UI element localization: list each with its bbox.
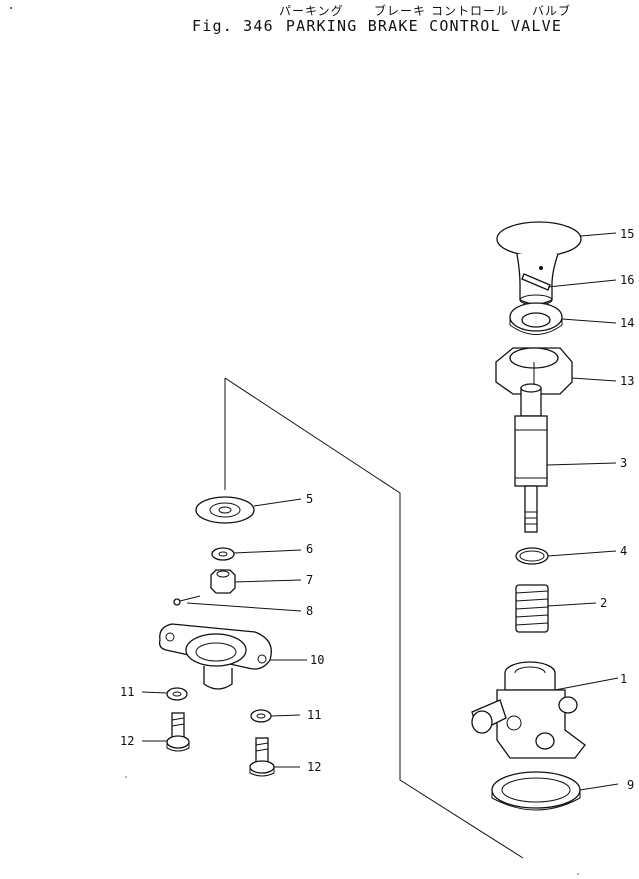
- callout-15: 15: [620, 227, 634, 241]
- callout-12-right: 12: [307, 760, 321, 774]
- callout-16: 16: [620, 273, 634, 287]
- callout-10: 10: [310, 653, 324, 667]
- scan-specks: [10, 7, 579, 875]
- callout-11-left: 11: [120, 685, 134, 699]
- callout-12-left: 12: [120, 734, 134, 748]
- part-4-o-ring: [515, 547, 549, 565]
- part-2-spring: [515, 584, 549, 633]
- part-14-bushing: [509, 302, 563, 335]
- jp-word-brake: ブレーキ: [374, 4, 427, 18]
- callout-6: 6: [306, 542, 313, 556]
- figure-title: Fig. 346 PARKING BRAKE CONTROL VALVE: [192, 17, 574, 35]
- callout-5: 5: [306, 492, 313, 506]
- callout-2: 2: [600, 596, 607, 610]
- jp-word-control: コントロール: [431, 4, 510, 18]
- part-7-nut: [210, 569, 236, 594]
- part-15-knob: [496, 221, 582, 306]
- callout-4: 4: [620, 544, 627, 558]
- part-9-ring: [491, 771, 581, 811]
- callout-13: 13: [620, 374, 634, 388]
- part-6-washer: [211, 547, 235, 561]
- part-12-bolt-right: [249, 737, 275, 777]
- japanese-title: パーキング ブレーキ コントロール バルブ: [0, 0, 639, 18]
- figure-caption: PARKING BRAKE CONTROL VALVE: [285, 17, 563, 35]
- jp-word-valve: バルブ: [532, 4, 572, 18]
- part-11-washer-left: [166, 687, 188, 701]
- part-1-valve-body: [471, 661, 586, 759]
- callout-9: 9: [627, 778, 634, 792]
- callout-1: 1: [620, 672, 627, 686]
- assembly-boundary-lines: [224, 377, 524, 859]
- leader-lines: [141, 232, 619, 791]
- callout-8: 8: [306, 604, 313, 618]
- part-8-pin: [173, 595, 201, 606]
- callout-11-right: 11: [307, 708, 321, 722]
- jp-word-parking: パーキング: [279, 4, 344, 18]
- part-11-washer-right: [250, 709, 272, 723]
- part-16-pin: [521, 273, 551, 291]
- callout-labels: 1 2 3 4 5 6 7 8 9 10 11 11 12 12 13 14 1…: [120, 227, 634, 792]
- part-5-diaphragm: [195, 496, 255, 524]
- callout-14: 14: [620, 316, 634, 330]
- callout-7: 7: [306, 573, 313, 587]
- part-12-bolt-left: [166, 712, 190, 752]
- callout-3: 3: [620, 456, 627, 470]
- part-3-spool: [514, 383, 548, 533]
- part-10-cover: [158, 623, 272, 690]
- figure-number: Fig. 346: [192, 17, 274, 35]
